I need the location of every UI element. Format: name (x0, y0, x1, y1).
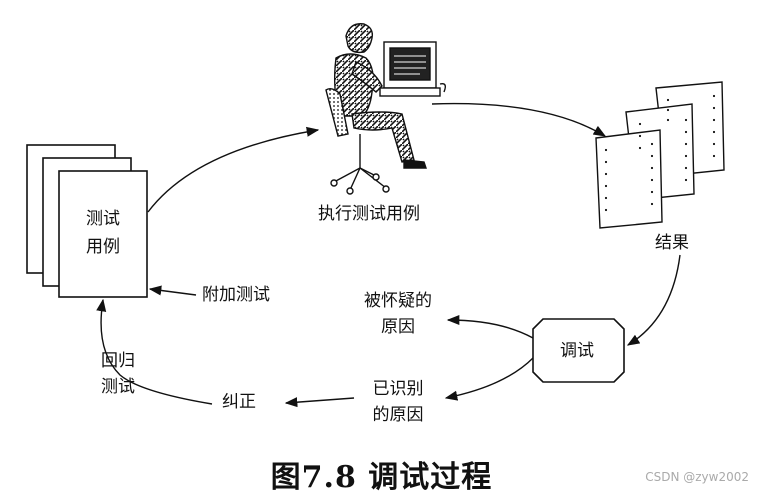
document-stack-icon (26, 144, 148, 298)
correction-label: 纠正 (222, 392, 256, 412)
arrow-to-suspected (446, 314, 534, 339)
computer-operator-icon (325, 23, 447, 195)
arrow-to-test-cases (148, 285, 197, 296)
suspected-line2: 原因 (381, 317, 415, 337)
results-label: 结果 (655, 233, 689, 253)
debug-box (532, 318, 625, 383)
arrow-to-identified (444, 357, 534, 401)
arrow-regression (96, 298, 213, 405)
identified-cause-label: 已识别 的原因 (360, 378, 436, 426)
execute-label: 执行测试用例 (318, 204, 420, 224)
identified-line2: 的原因 (372, 405, 424, 425)
additional-tests-label: 附加测试 (202, 285, 270, 305)
identified-line1: 已识别 (372, 379, 424, 399)
test-cases-line1: 测试 (86, 209, 120, 229)
figure-caption: 图7.8 调试过程 (270, 460, 493, 495)
regression-line1: 回归 (101, 351, 135, 371)
arrow-to-debug (626, 254, 681, 346)
watermark: CSDN @zyw2002 (645, 470, 749, 484)
suspected-line1: 被怀疑的 (364, 291, 432, 311)
printout-stack-icon (595, 81, 725, 229)
suspected-cause-label: 被怀疑的 原因 (358, 290, 438, 338)
test-cases-label: 测试 用例 (72, 208, 134, 258)
regression-test-label: 回归 测试 (96, 350, 140, 398)
arrow-to-results (431, 102, 607, 137)
arrow-to-execute (147, 126, 320, 213)
test-cases-line2: 用例 (86, 237, 120, 257)
arrow-to-correction (284, 397, 355, 408)
debug-label: 调试 (560, 341, 594, 361)
regression-line2: 测试 (101, 377, 135, 397)
